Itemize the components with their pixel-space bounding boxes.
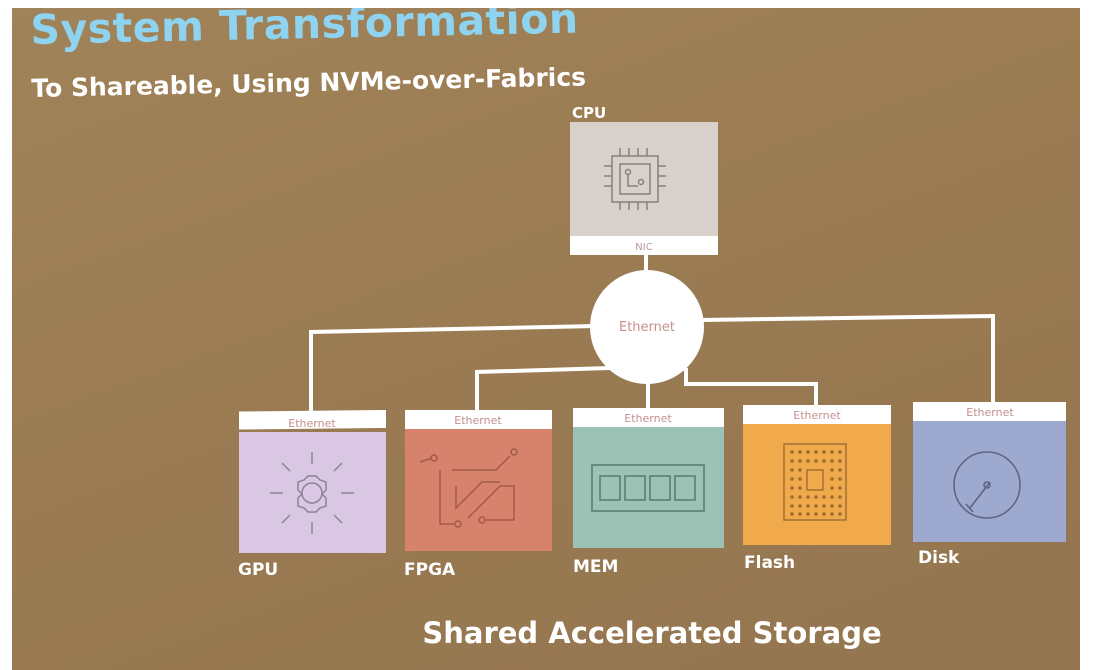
- mem-box: [573, 427, 724, 548]
- gpu-label: GPU: [238, 560, 278, 580]
- gpu-connection-line: [309, 324, 597, 414]
- gear-icon: [270, 452, 354, 534]
- device-gpu: Ethernet GPU: [238, 409, 386, 580]
- mem-label: MEM: [573, 557, 618, 577]
- gpu-port-bar: [239, 409, 386, 430]
- flash-port-bar: [743, 405, 891, 424]
- fpga-connection-line: [475, 366, 611, 410]
- device-flash: Ethernet Flash: [743, 405, 891, 573]
- hub-label: Ethernet: [619, 320, 675, 335]
- cpu-label: CPU: [572, 104, 606, 122]
- disk-port-label: Ethernet: [966, 406, 1014, 419]
- circuit-icon: [419, 448, 518, 528]
- device-disk: Ethernet Disk: [913, 402, 1066, 568]
- slide-footer: Shared Accelerated Storage: [422, 616, 882, 650]
- cpu-node: CPU NIC: [570, 104, 718, 255]
- fpga-port-label: Ethernet: [454, 414, 502, 427]
- disk-box: [913, 421, 1066, 542]
- screen-edge-top: [0, 0, 1094, 8]
- screen-edge-right: [1080, 0, 1094, 670]
- flash-port-label: Ethernet: [793, 409, 841, 422]
- device-fpga: Ethernet FPGA: [404, 410, 552, 580]
- gpu-box: [239, 432, 386, 553]
- fpga-port-bar: [405, 410, 552, 429]
- fpga-label: FPGA: [404, 560, 456, 580]
- connection-lines: [309, 252, 995, 414]
- mem-port-label: Ethernet: [624, 412, 672, 425]
- cpu-box: [570, 122, 718, 236]
- mem-port-bar: [573, 408, 724, 427]
- flash-chip-icon: [783, 443, 847, 521]
- disk-label: Disk: [918, 548, 960, 568]
- disk-port-bar: [913, 402, 1066, 421]
- device-mem: Ethernet MEM: [573, 408, 724, 577]
- gpu-port-label: Ethernet: [288, 417, 336, 430]
- memory-module-icon: [591, 464, 705, 512]
- nic-label: NIC: [635, 242, 652, 253]
- ethernet-hub: Ethernet: [590, 270, 704, 384]
- flash-box: [743, 424, 891, 545]
- flash-label: Flash: [744, 553, 795, 573]
- disk-icon: [953, 451, 1021, 519]
- flash-connection-line: [684, 368, 818, 406]
- disk-connection-line: [699, 313, 995, 402]
- cpu-chip-icon: [604, 148, 666, 210]
- nic-bar: [570, 236, 718, 255]
- fpga-box: [405, 429, 552, 551]
- screen-edge-left: [0, 0, 12, 670]
